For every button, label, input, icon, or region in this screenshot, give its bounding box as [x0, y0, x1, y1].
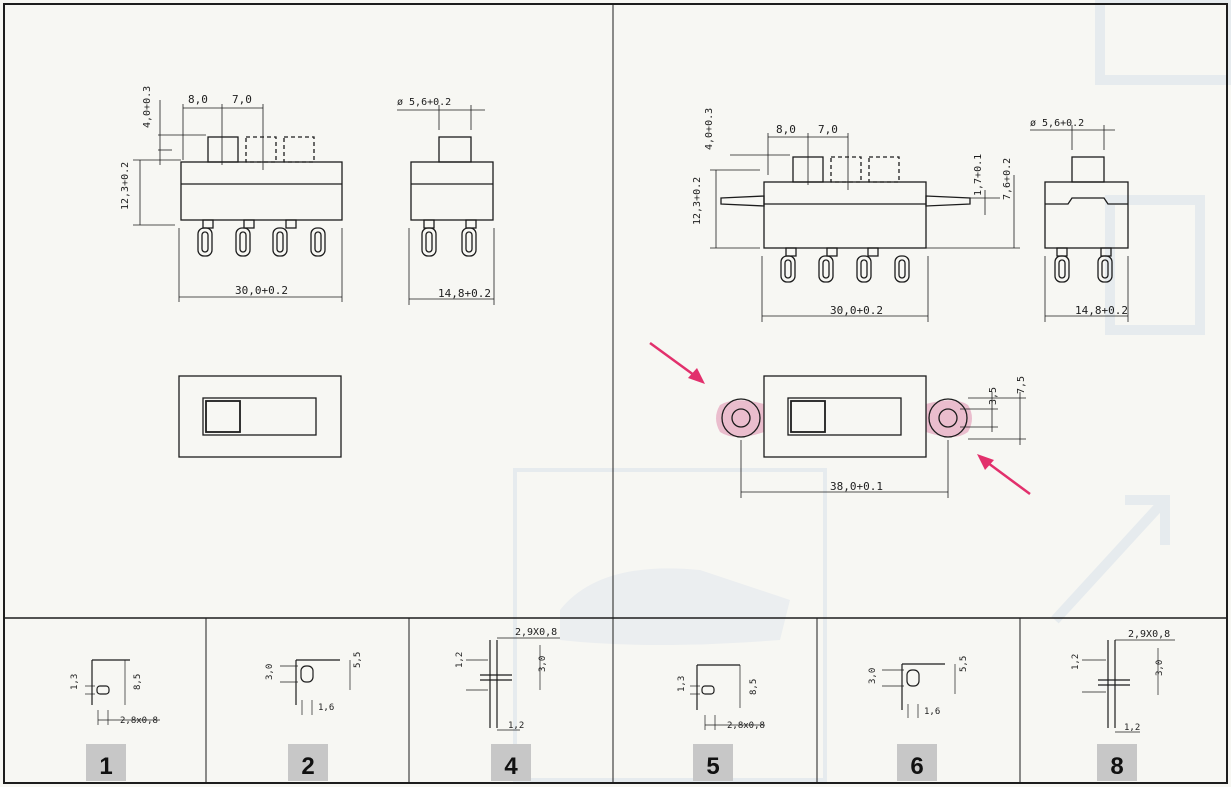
dim-8-5-panel-5: 8,5 — [749, 679, 759, 695]
dim-14-8-left: 14,8+0.2 — [438, 287, 491, 300]
dim-1-2b-panel-8: 1,2 — [1124, 723, 1140, 733]
background-watermark — [513, 0, 1231, 782]
dim-2-8x0-8-panel-5: 2,8x0,8 — [727, 721, 765, 731]
dim-5-5-panel-6: 5,5 — [959, 656, 969, 672]
dim-7-0-right: 7,0 — [818, 123, 838, 136]
dim-diameter-5-6-right: ø 5,6+0.2 — [1030, 118, 1084, 129]
sheet-frame — [3, 3, 1228, 784]
dim-2-9x0-8-panel-4: 2,9X0,8 — [515, 627, 557, 638]
bottom-panel-5: 1,3 8,5 2,8x0,8 5 — [677, 664, 765, 781]
dim-7-0-left: 7,0 — [232, 93, 252, 106]
dim-7-5-right: 7,5 — [1016, 376, 1027, 394]
dimension-lines-left — [133, 100, 343, 302]
dim-1-3-panel-1: 1,3 — [70, 674, 80, 690]
dim-2-9x0-8-panel-8: 2,9X0,8 — [1128, 629, 1170, 640]
panel-number-6: 6 — [910, 753, 923, 780]
dim-diameter-5-6-left: ø 5,6+0.2 — [397, 97, 451, 108]
dim-1-2b-panel-4: 1,2 — [508, 721, 524, 731]
bottom-panel-6: 3,0 5,5 1,6 6 — [868, 656, 969, 781]
dim-1-6-panel-6: 1,6 — [924, 707, 940, 717]
dimension-lines-top-right — [740, 392, 1026, 498]
panel-number-badge-5 — [693, 744, 733, 781]
dim-3-0-panel-6: 3,0 — [868, 668, 878, 684]
bottom-panel-8: 2,9X0,8 1,2 3,0 1,2 8 — [1071, 629, 1175, 781]
switch-front-view-left — [180, 136, 343, 257]
dim-8-0-left: 8,0 — [188, 93, 208, 106]
background-shape — [560, 568, 790, 645]
panel-number-5: 5 — [706, 753, 719, 780]
panel-number-badge-2 — [288, 744, 328, 781]
dim-3-0-panel-2: 3,0 — [265, 664, 275, 680]
dim-1-2-panel-8: 1,2 — [1071, 654, 1081, 670]
dim-3-0-panel-4: 3,0 — [538, 656, 548, 672]
panel-number-badge-6 — [897, 744, 937, 781]
dim-1-2-panel-4: 1,2 — [455, 652, 465, 668]
dim-4-0-right: 4,0+0.3 — [704, 108, 715, 150]
mounting-ear-highlight-right — [926, 400, 972, 437]
dim-2-8x0-8-panel-1: 2,8x0,8 — [120, 716, 158, 726]
dim-8-0-right: 8,0 — [776, 123, 796, 136]
dim-8-5-panel-1: 8,5 — [133, 674, 143, 690]
dim-30-0-right: 30,0+0.2 — [830, 304, 883, 317]
dim-7-6-right: 7,6+0.2 — [1002, 158, 1013, 200]
panel-number-badge-8 — [1097, 744, 1137, 781]
dim-1-6-panel-2: 1,6 — [318, 703, 334, 713]
dim-3-0-panel-8: 3,0 — [1155, 660, 1165, 676]
dim-38-0-right: 38,0+0.1 — [830, 480, 883, 493]
dimension-lines-side-right — [1030, 125, 1129, 322]
dimension-lines-right — [710, 133, 1020, 322]
dim-5-5-panel-2: 5,5 — [353, 652, 363, 668]
dim-14-8-right: 14,8+0.2 — [1075, 304, 1128, 317]
switch-side-view-right — [1044, 156, 1129, 283]
highlight-arrows — [649, 341, 1031, 496]
dim-4-0-left: 4,0+0.3 — [142, 86, 153, 128]
switch-top-view-right — [716, 375, 972, 458]
bottom-panel-1: 1,3 8,5 2,8x0,8 1 — [70, 659, 160, 781]
dim-12-3-left: 12,3+0.2 — [120, 162, 131, 210]
panel-number-badge-4 — [491, 744, 531, 781]
dim-3-5-right: 3,5 — [988, 387, 999, 405]
mounting-ear-highlight-left — [716, 400, 764, 437]
arrow-left — [649, 341, 699, 380]
switch-side-view-left — [410, 136, 494, 257]
bottom-panel-4: 2,9X0,8 1,2 3,0 1,2 4 — [455, 627, 560, 781]
switch-top-view-left — [178, 375, 342, 458]
dim-1-3-panel-5: 1,3 — [677, 676, 687, 692]
dim-12-3-right: 12,3+0.2 — [692, 177, 703, 225]
dim-30-0-left: 30,0+0.2 — [235, 284, 288, 297]
arrow-right — [983, 458, 1031, 496]
panel-number-2: 2 — [301, 753, 314, 780]
dim-1-7-right: 1,7+0.1 — [973, 154, 984, 196]
dimension-lines-side-left — [397, 105, 495, 305]
bottom-panel-2: 3,0 5,5 1,6 2 — [265, 652, 363, 781]
panel-number-badge-1 — [86, 744, 126, 781]
panel-number-4: 4 — [504, 753, 518, 780]
panel-number-1: 1 — [99, 753, 112, 780]
bottom-panel-dividers — [205, 618, 1021, 783]
panel-number-8: 8 — [1110, 753, 1123, 780]
